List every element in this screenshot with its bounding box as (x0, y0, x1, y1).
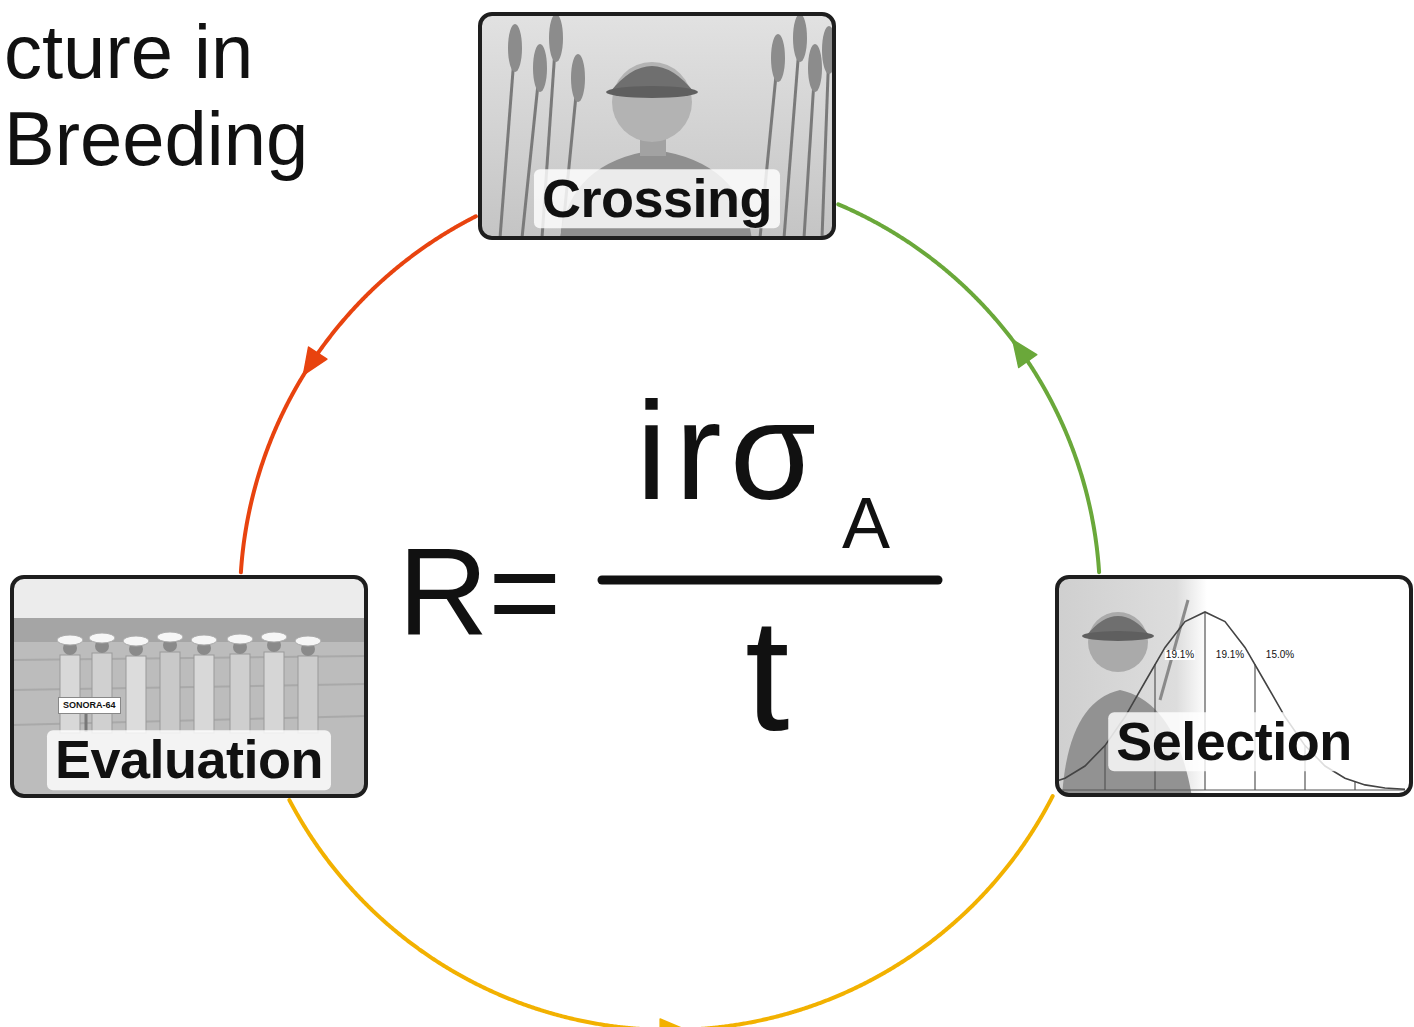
person-body (230, 654, 250, 733)
person-body (126, 656, 146, 733)
node-label: Selection (1108, 712, 1360, 771)
normal-curve (1057, 612, 1405, 789)
selection-photo (1057, 577, 1411, 795)
photo-sign: SONORA-64 (58, 697, 121, 714)
person-body (60, 655, 80, 733)
crossing-box: Crossing (478, 12, 836, 240)
wheat-stalk (500, 45, 515, 238)
wheat-field (12, 642, 366, 796)
person-hat (57, 635, 83, 645)
evaluation-photo (12, 577, 366, 796)
percent-label: 19.1% (1165, 650, 1195, 660)
formula-term: t (745, 595, 789, 755)
node-label: Evaluation (47, 731, 331, 790)
fraction-bar (602, 576, 938, 585)
cap-brim (1082, 631, 1154, 641)
node-text-group: Evaluation (47, 731, 331, 790)
cycle-connector (838, 204, 1099, 572)
wheat-stalks (500, 35, 829, 238)
wheat-heads (508, 14, 834, 102)
person (295, 636, 321, 733)
cap-brim (606, 86, 698, 98)
person-body (160, 652, 180, 733)
person-hat (157, 632, 183, 642)
cycle-arc (241, 216, 476, 572)
wheat-stalk (784, 35, 800, 238)
crossing-photo (480, 14, 834, 238)
person-body (264, 652, 284, 733)
person-hat (89, 633, 115, 643)
formula-term: irσ (636, 381, 824, 521)
cycle-connector (289, 796, 1052, 1027)
person (261, 632, 287, 733)
node-text-group: Selection (1108, 712, 1360, 771)
arrow-head (660, 1019, 686, 1027)
percent-label: 15.0% (1265, 650, 1295, 660)
wheat-head (508, 24, 522, 72)
person-hat (123, 636, 149, 646)
divider (1354, 782, 1355, 790)
wheat-stalk (822, 48, 829, 238)
cycle-arc (838, 204, 1099, 572)
person-body (194, 655, 214, 733)
people (57, 632, 321, 733)
distribution-axis (1057, 789, 1405, 790)
person-hat (261, 632, 287, 642)
person-hat (227, 634, 253, 644)
person (157, 632, 183, 733)
cycle-connector (241, 216, 476, 572)
node-text-group: Crossing (534, 169, 780, 228)
person (227, 634, 253, 733)
wheat-head (549, 14, 563, 62)
diagram-title: cture in Breeding (4, 8, 344, 183)
person (191, 635, 217, 733)
person-body (92, 653, 112, 733)
photo-ground (1057, 577, 1411, 795)
person (57, 635, 83, 733)
person-body (298, 656, 318, 733)
wheat-head (808, 44, 822, 92)
photo-ground (480, 14, 834, 238)
wheat-head (571, 54, 585, 102)
person (89, 633, 115, 733)
percent-label: 19.1% (1215, 650, 1245, 660)
divider (1104, 746, 1105, 790)
wheat-head (533, 44, 547, 92)
formula-term: R= (398, 529, 561, 654)
cycle-arc (289, 796, 1052, 1027)
wheat-head (793, 14, 807, 62)
selection-box: Selection (1055, 575, 1413, 797)
photo-sky (12, 577, 366, 796)
arrow-head (303, 347, 327, 375)
evaluation-box: Evaluation (10, 575, 368, 798)
person-hat (295, 636, 321, 646)
sign-stake (85, 712, 88, 732)
arrow-head (1013, 340, 1037, 368)
wheat-head (771, 34, 785, 82)
person (123, 636, 149, 733)
person-hat (191, 635, 217, 645)
formula-subscript: A (842, 487, 890, 559)
node-label: Crossing (534, 169, 780, 228)
